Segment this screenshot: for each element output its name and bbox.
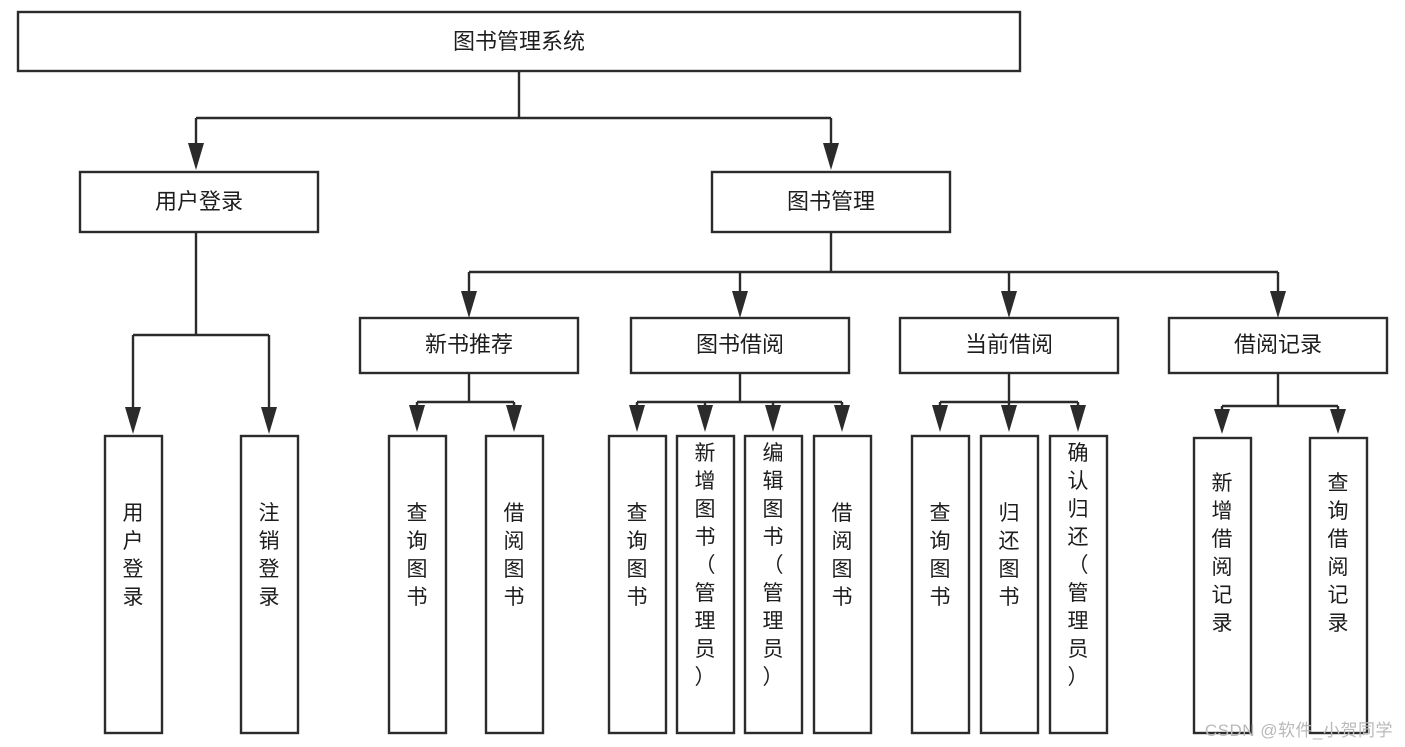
node-leaf-query-book-borrow-label: 查询图书 [627,502,648,609]
arrow-leaf-confirm-return [1070,405,1086,432]
node-root-box[interactable] [16,10,1022,73]
node-new-book-recommend[interactable]: 新书推荐 [358,316,580,375]
node-book-borrow-box[interactable] [629,316,851,375]
node-leaf-query-book-current[interactable]: 查询图书 [910,434,971,735]
node-current-borrow[interactable]: 当前借阅 [898,316,1120,375]
node-leaf-borrow-book-recommend-label: 借阅图书 [504,502,525,609]
watermark-text: CSDN @软件_小贺同学 [1204,721,1393,740]
connector-layer [125,71,1346,434]
node-current-borrow-box[interactable] [898,316,1120,375]
arrow-book-management [823,143,839,170]
node-leaf-user-login-box[interactable] [103,434,164,735]
node-book-management[interactable]: 图书管理 [710,170,952,234]
node-leaf-user-login[interactable]: 用户登录 [103,434,164,735]
node-leaf-query-book-borrow[interactable]: 查询图书 [607,434,668,735]
node-borrow-record-box[interactable] [1167,316,1389,375]
node-root-label: 图书管理系统 [453,29,585,54]
node-leaf-add-book[interactable]: 新增图书（管理员） [675,434,736,735]
arrow-leaf-add-book [697,405,713,432]
node-book-borrow[interactable]: 图书借阅 [629,316,851,375]
node-leaf-borrow-book[interactable]: 借阅图书 [812,434,873,735]
node-borrow-record[interactable]: 借阅记录 [1167,316,1389,375]
node-user-login[interactable]: 用户登录 [78,170,320,234]
node-leaf-query-borrow-record-box[interactable] [1308,436,1369,735]
arrow-borrow-record [1270,291,1286,318]
node-leaf-query-book-current-box[interactable] [910,434,971,735]
node-leaf-confirm-return[interactable]: 确认归还（管理员） [1048,434,1109,735]
arrow-leaf-borrow-book [834,405,850,432]
arrow-leaf-edit-book [765,405,781,432]
node-book-borrow-label: 图书借阅 [696,332,784,357]
arrow-user-login [188,143,204,170]
node-leaf-query-borrow-record-label: 查询借阅记录 [1328,472,1349,635]
arrow-leaf-return-book [1001,405,1017,432]
arrow-new-book-recommend [461,291,477,318]
node-leaf-logout-login-label: 注销登录 [259,502,280,609]
node-user-login-box[interactable] [78,170,320,234]
node-leaf-borrow-book-recommend-box[interactable] [484,434,545,735]
node-leaf-confirm-return-label: 确认归还（管理员） [1068,442,1089,689]
arrow-leaf-query-book-borrow [629,405,645,432]
node-leaf-return-book-box[interactable] [979,434,1040,735]
node-leaf-add-book-box[interactable] [675,434,736,735]
node-leaf-borrow-book-box[interactable] [812,434,873,735]
node-leaf-add-book-label: 新增图书（管理员） [695,442,716,689]
node-leaf-borrow-book-recommend[interactable]: 借阅图书 [484,434,545,735]
node-root[interactable]: 图书管理系统 [16,10,1022,73]
node-leaf-add-borrow-record-label: 新增借阅记录 [1212,472,1233,635]
node-leaf-return-book[interactable]: 归还图书 [979,434,1040,735]
arrow-book-borrow [732,291,748,318]
node-leaf-add-borrow-record[interactable]: 新增借阅记录 [1192,436,1253,735]
arrow-leaf-query-borrow-record [1330,409,1346,434]
node-leaf-query-book-recommend-box[interactable] [387,434,448,735]
node-borrow-record-label: 借阅记录 [1234,332,1322,357]
node-leaf-query-book-borrow-box[interactable] [607,434,668,735]
arrow-leaf-query-book-recommend [409,405,425,432]
node-leaf-logout-login[interactable]: 注销登录 [239,434,300,735]
arrow-leaf-add-borrow-record [1214,409,1230,434]
node-user-login-label: 用户登录 [155,189,243,214]
node-leaf-edit-book[interactable]: 编辑图书（管理员） [743,434,804,735]
node-leaf-edit-book-label: 编辑图书（管理员） [763,442,784,689]
node-leaf-edit-book-box[interactable] [743,434,804,735]
node-current-borrow-label: 当前借阅 [965,332,1053,357]
node-leaf-logout-login-box[interactable] [239,434,300,735]
node-book-management-label: 图书管理 [787,189,875,214]
node-new-book-recommend-label: 新书推荐 [425,332,513,357]
arrow-leaf-logout [261,407,277,434]
node-leaf-query-book-recommend[interactable]: 查询图书 [387,434,448,735]
arrow-leaf-borrow-book-recommend [506,405,522,432]
node-leaf-query-borrow-record[interactable]: 查询借阅记录 [1308,436,1369,735]
node-new-book-recommend-box[interactable] [358,316,580,375]
node-book-management-box[interactable] [710,170,952,234]
node-leaf-query-book-current-label: 查询图书 [930,502,951,609]
node-leaf-query-book-recommend-label: 查询图书 [407,502,428,609]
node-leaf-return-book-label: 归还图书 [999,502,1020,609]
node-leaf-confirm-return-box[interactable] [1048,434,1109,735]
node-leaf-add-borrow-record-box[interactable] [1192,436,1253,735]
arrow-current-borrow [1001,291,1017,318]
arrow-leaf-query-book-current [932,405,948,432]
node-leaf-borrow-book-label: 借阅图书 [832,502,853,609]
arrow-leaf-user-login [125,407,141,434]
node-leaf-user-login-label: 用户登录 [123,502,144,609]
